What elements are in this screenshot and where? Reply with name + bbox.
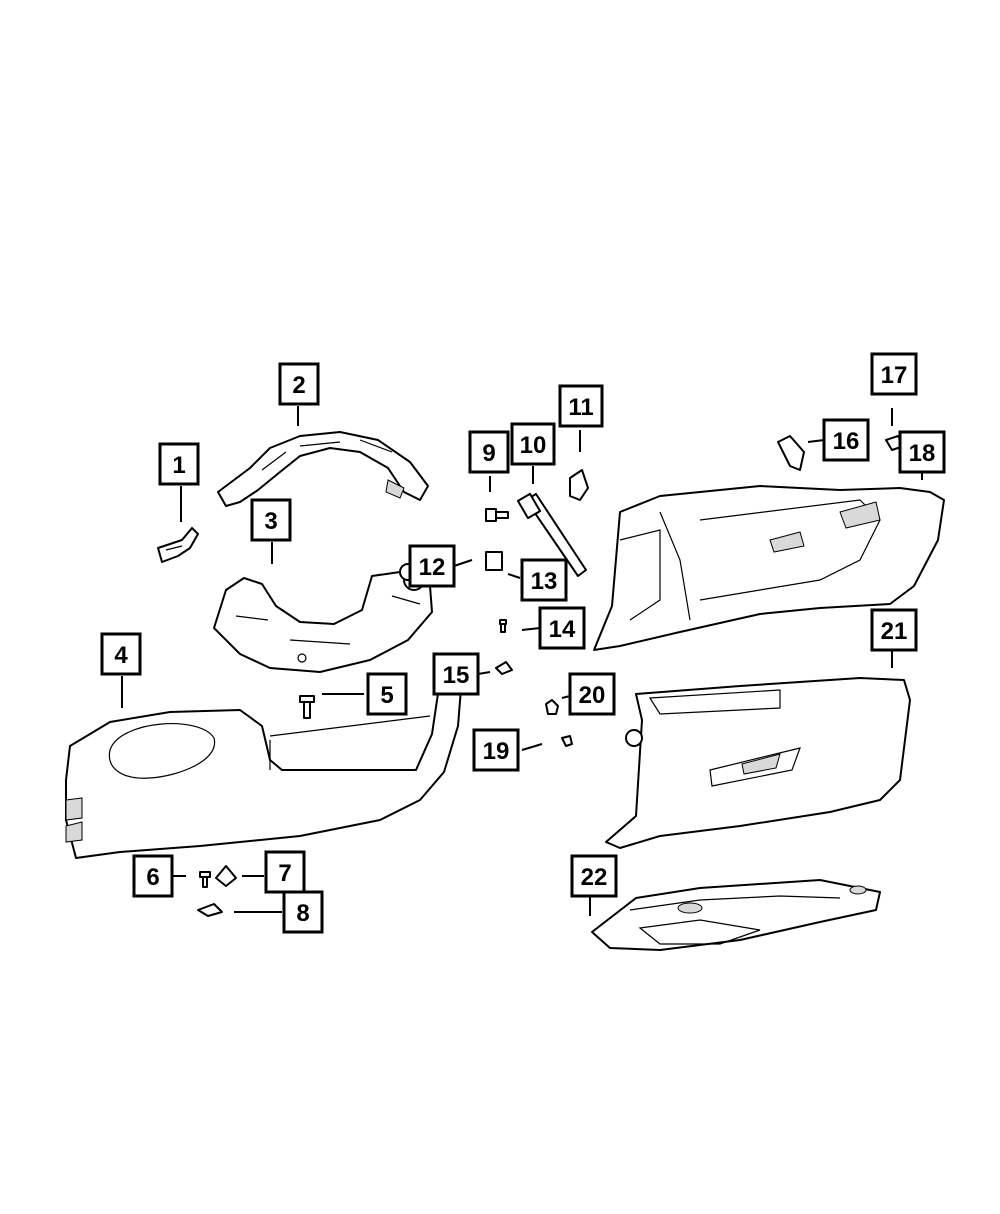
part-7-nut [215, 865, 237, 887]
callout-label: 2 [292, 372, 305, 399]
callout-15: 15 [432, 652, 480, 696]
part-14-screw [499, 619, 507, 633]
part-9-bolt [485, 508, 509, 522]
callout-label: 5 [380, 682, 393, 709]
callout-label: 8 [296, 900, 309, 927]
callout-label: 14 [549, 616, 576, 643]
callout-2: 2 [278, 362, 320, 406]
callout-13: 13 [520, 558, 568, 602]
part-3-lower-shroud [213, 569, 433, 673]
callout-label: 6 [146, 864, 159, 891]
callout-label: 19 [483, 738, 510, 765]
part-13-clip [485, 551, 503, 571]
part-16-clip [777, 435, 805, 471]
part-6-screw [199, 871, 211, 888]
callout-9: 9 [468, 430, 510, 474]
callout-1: 1 [158, 442, 200, 486]
callout-label: 18 [909, 440, 936, 467]
callout-10: 10 [510, 422, 556, 466]
callout-label: 11 [568, 394, 593, 421]
part-2-upper-shroud [217, 431, 429, 507]
part-22-liner [591, 879, 881, 951]
part-1-bracket [157, 527, 199, 563]
callout-label: 21 [881, 618, 908, 645]
callout-14: 14 [538, 606, 586, 650]
callout-label: 12 [419, 554, 446, 581]
callout-label: 22 [581, 864, 608, 891]
part-10-damper [516, 492, 587, 577]
part-8-clip [197, 903, 223, 917]
part-18-glovebox-housing [593, 485, 945, 651]
callout-18: 18 [898, 430, 946, 474]
callout-20: 20 [568, 672, 616, 716]
callout-19: 19 [472, 728, 520, 772]
callout-4: 4 [100, 632, 142, 676]
part-15-clip [495, 661, 513, 675]
part-21-glovebox-door [605, 677, 911, 849]
callout-3: 3 [250, 498, 292, 542]
callout-21: 21 [870, 608, 918, 652]
callout-22: 22 [570, 854, 618, 898]
callout-12: 12 [408, 544, 456, 588]
callout-label: 1 [172, 452, 185, 479]
callout-label: 7 [278, 860, 291, 887]
callout-5: 5 [366, 672, 408, 716]
callout-label: 20 [579, 682, 606, 709]
callout-label: 13 [531, 568, 558, 595]
part-19-pin [561, 735, 573, 747]
callout-label: 9 [482, 440, 495, 467]
part-4-knee-panel [65, 663, 463, 859]
callout-label: 15 [443, 662, 470, 689]
callout-8: 8 [282, 890, 324, 934]
callout-label: 16 [833, 428, 860, 455]
callout-11: 11 [558, 384, 604, 428]
callout-17: 17 [870, 352, 918, 396]
callout-label: 4 [114, 642, 128, 669]
callout-7: 7 [264, 850, 306, 894]
callout-6: 6 [132, 854, 174, 898]
part-5-screw [299, 695, 315, 719]
callout-16: 16 [822, 418, 870, 462]
callout-label: 17 [881, 362, 908, 389]
part-11-latch [569, 469, 589, 501]
callout-label: 10 [520, 432, 547, 459]
leader-lines [121, 406, 923, 916]
part-20-bumper [545, 699, 559, 715]
callout-label: 3 [264, 508, 277, 535]
